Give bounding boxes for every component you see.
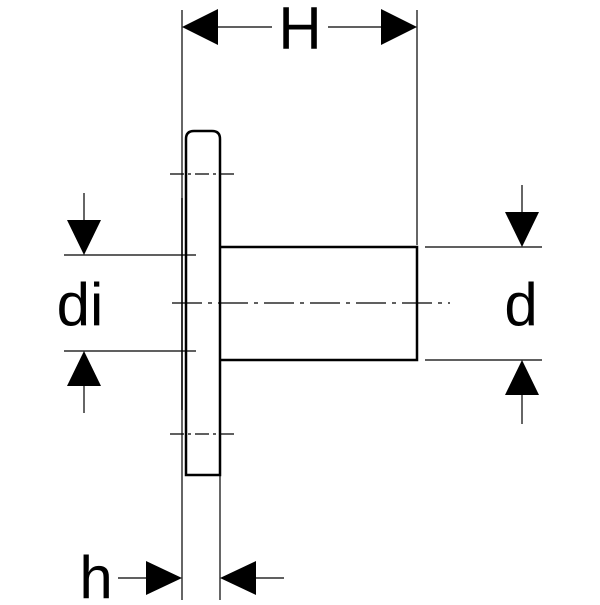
dim-h-arrow-left [146, 561, 182, 595]
dim-H-label: H [278, 0, 321, 62]
dim-d-arrow-bottom [505, 360, 539, 395]
extension-lines [64, 10, 542, 600]
dimension-d: d [504, 185, 539, 424]
dim-di-arrow-top [67, 220, 101, 255]
dim-di-arrow-bottom [67, 351, 101, 386]
dim-h-arrow-right [220, 561, 256, 595]
dimension-H: H [182, 0, 417, 62]
flange-plate [184, 129, 222, 477]
centerlines [170, 173, 450, 435]
dim-H-arrow-left [182, 9, 218, 45]
dim-h-label: h [79, 544, 112, 600]
dim-H-arrow-right [381, 9, 417, 45]
dimension-h: h [79, 544, 284, 605]
dimension-di: di [57, 193, 104, 413]
dim-d-arrow-top [505, 212, 539, 247]
dim-di-label: di [57, 271, 104, 338]
dim-d-label: d [504, 271, 537, 338]
